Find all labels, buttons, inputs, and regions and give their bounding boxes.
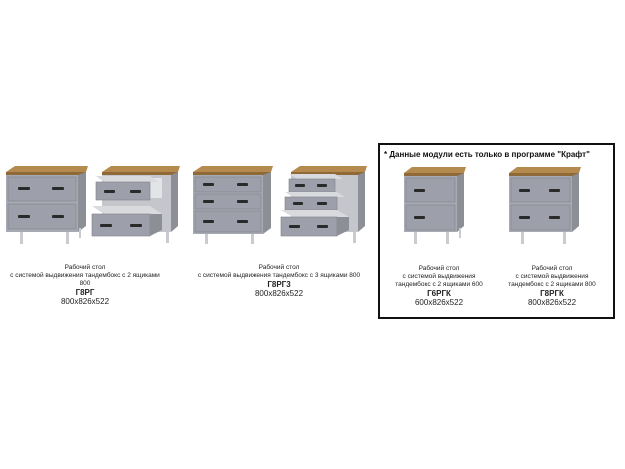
product-size: 800х826х522 (254, 289, 304, 298)
product-caption-g8rg: Рабочий стол с системой выдвижения танде… (10, 264, 160, 306)
product-title: Рабочий стол (64, 264, 106, 271)
product-size: 800х826х522 (60, 297, 110, 306)
product-code: Г8РГ3 (267, 280, 291, 289)
cabinet-3-drawers-closed (193, 164, 277, 246)
kraft-only-notice: * Данные модули есть только в программе … (384, 150, 590, 159)
kraft-only-frame (378, 143, 615, 319)
cabinet-2-drawers-closed (6, 164, 94, 246)
product-code: Г8РГ (75, 288, 95, 297)
product-caption-g8rg3: Рабочий стол с системой выдвижения танде… (194, 264, 364, 298)
product-size: 800х826х522 (527, 298, 577, 307)
product-title: Рабочий стол (531, 265, 573, 272)
product-size: 600х826х522 (414, 298, 464, 307)
product-code: Г8РГК (540, 289, 564, 298)
product-description: с системой выдвижения тандембокс с 2 ящи… (508, 273, 596, 288)
cabinet-600-2-drawers (404, 166, 470, 246)
product-caption-g6rgk: Рабочий стол с системой выдвижения танде… (384, 265, 494, 307)
cabinet-800-2-drawers-kraft (509, 166, 585, 246)
product-description: с системой выдвижения тандембокс с 2 ящи… (10, 272, 160, 287)
product-title: Рабочий стол (418, 265, 460, 272)
product-description: с системой выдвижения тандембокс с 2 ящи… (395, 273, 483, 288)
cabinet-3-drawers-open (280, 164, 371, 246)
product-caption-g8rgk: Рабочий стол с системой выдвижения танде… (498, 265, 606, 307)
product-description: с системой выдвижения тандембокс с 3 ящи… (197, 272, 361, 279)
cabinet-2-drawers-open (91, 164, 182, 246)
product-title: Рабочий стол (258, 264, 300, 271)
product-code: Г6РГК (427, 289, 451, 298)
